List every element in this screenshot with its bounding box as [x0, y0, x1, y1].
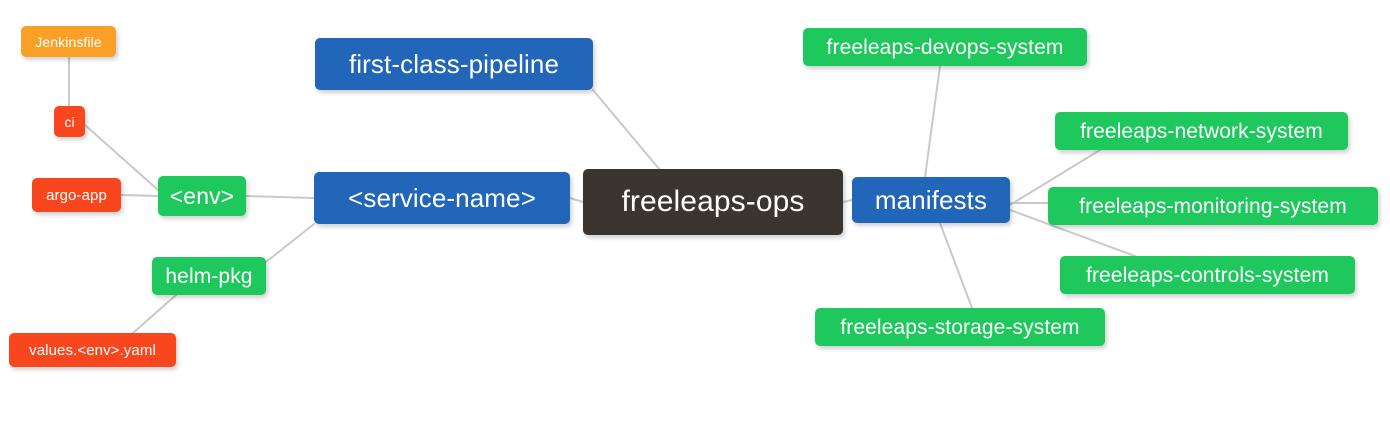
mindmap-node-monitoring-system[interactable]: freeleaps-monitoring-system: [1048, 187, 1378, 225]
edge-service-name-to-helm-pkg: [265, 223, 315, 263]
edge-helm-pkg-to-values-yaml: [132, 294, 177, 334]
edge-env-to-argo-app: [120, 194, 159, 197]
mindmap-node-first-class-pipeline[interactable]: first-class-pipeline: [315, 38, 593, 90]
mindmap-node-storage-system[interactable]: freeleaps-storage-system: [815, 308, 1105, 346]
edge-service-name-to-env: [245, 195, 315, 199]
mindmap-node-label-ci: ci: [64, 113, 75, 130]
mindmap-node-network-system[interactable]: freeleaps-network-system: [1055, 112, 1348, 150]
edge-root-to-service-name: [569, 197, 584, 203]
edge-manifests-to-storage-system: [939, 222, 973, 309]
mindmap-node-env[interactable]: <env>: [158, 176, 246, 216]
mindmap-node-label-argo-app: argo-app: [46, 186, 107, 204]
mindmap-node-label-manifests: manifests: [874, 185, 988, 215]
mindmap-node-service-name[interactable]: <service-name>: [314, 172, 570, 224]
mindmap-node-label-devops-system: freeleaps-devops-system: [826, 35, 1064, 59]
mindmap-node-label-helm-pkg: helm-pkg: [165, 264, 253, 288]
mindmap-node-label-values-yaml: values.<env>.yaml: [29, 341, 156, 359]
mindmap-node-root[interactable]: freeleaps-ops: [583, 169, 843, 235]
mindmap-node-manifests[interactable]: manifests: [852, 177, 1010, 223]
mindmap-node-label-controls-system: freeleaps-controls-system: [1086, 263, 1329, 287]
mindmap-node-label-env: <env>: [169, 182, 235, 209]
mindmap-node-label-service-name: <service-name>: [348, 183, 536, 213]
mindmap-node-argo-app[interactable]: argo-app: [32, 178, 121, 212]
mindmap-node-controls-system[interactable]: freeleaps-controls-system: [1060, 256, 1355, 294]
edge-manifests-to-devops-system: [924, 65, 941, 178]
mindmap-node-label-storage-system: freeleaps-storage-system: [840, 315, 1080, 339]
mindmap-node-helm-pkg[interactable]: helm-pkg: [152, 257, 266, 295]
mindmap-node-ci[interactable]: ci: [54, 106, 85, 137]
mindmap-node-values-yaml[interactable]: values.<env>.yaml: [9, 333, 176, 367]
mindmap-node-label-monitoring-system: freeleaps-monitoring-system: [1079, 194, 1347, 218]
mindmap-node-label-root: freeleaps-ops: [621, 185, 805, 218]
mindmap-node-label-first-class-pipeline: first-class-pipeline: [348, 49, 560, 79]
edge-root-to-first-class-pipeline: [592, 89, 661, 171]
mindmap-node-jenkinsfile[interactable]: Jenkinsfile: [21, 26, 116, 57]
mindmap-node-label-jenkinsfile: Jenkinsfile: [35, 33, 102, 50]
mindmap-node-devops-system[interactable]: freeleaps-devops-system: [803, 28, 1087, 66]
edge-root-to-manifests: [842, 199, 853, 203]
mindmap-node-label-network-system: freeleaps-network-system: [1080, 119, 1323, 143]
